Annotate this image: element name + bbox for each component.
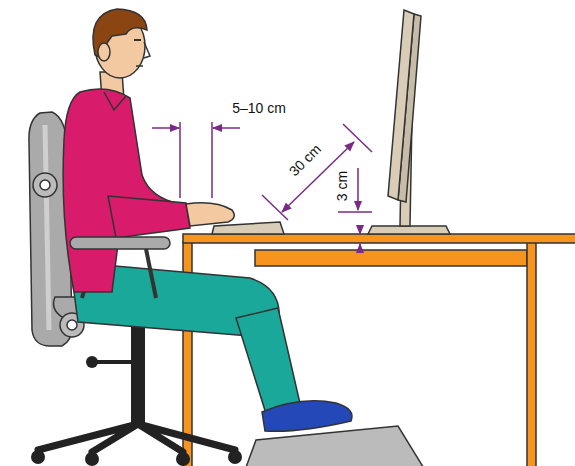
extension-line: [211, 122, 213, 198]
shoe: [262, 401, 352, 431]
shirt: [63, 89, 182, 292]
dimension-arrow: [213, 127, 240, 129]
monitor-base: [368, 226, 450, 234]
armrest-support: [146, 249, 156, 298]
dimension-marks: [152, 122, 372, 252]
dimension-arrow: [152, 127, 179, 129]
keyboard: [212, 222, 284, 234]
hand: [186, 203, 234, 226]
dimension-arrow: [359, 244, 361, 252]
chair-wheel: [31, 450, 45, 464]
mouth: [136, 65, 143, 67]
dimension-label: 30 cm: [287, 142, 324, 179]
chair-knob: [33, 173, 57, 197]
chair-lever-knob: [86, 356, 98, 368]
nose: [144, 42, 150, 58]
desk-top: [183, 234, 575, 243]
dimension-arrow: [282, 142, 354, 212]
chair-wheel: [85, 452, 99, 466]
extension-line: [179, 122, 181, 198]
dimension-arrow: [357, 168, 359, 210]
eye: [134, 39, 141, 41]
monitor-screen: [388, 10, 414, 200]
chair-knob: [67, 320, 77, 330]
desk-drawer: [255, 250, 527, 266]
chair-column: [131, 314, 145, 426]
chair-knob: [40, 180, 50, 190]
collar: [104, 92, 126, 110]
dimension-label: 3 cm: [335, 171, 349, 201]
ear: [98, 43, 110, 61]
chair-back-highlight: [45, 125, 49, 330]
dimension-label: 5–10 cm: [232, 101, 286, 115]
desk-leg: [527, 242, 536, 466]
sleeve: [108, 196, 190, 238]
extension-line: [262, 195, 288, 220]
chair-base: [38, 424, 235, 452]
armrest: [70, 237, 170, 249]
chair-wheel: [228, 450, 242, 464]
dimension-arrow: [359, 226, 361, 234]
extension-line: [338, 211, 372, 213]
chair-wheel: [176, 452, 190, 466]
